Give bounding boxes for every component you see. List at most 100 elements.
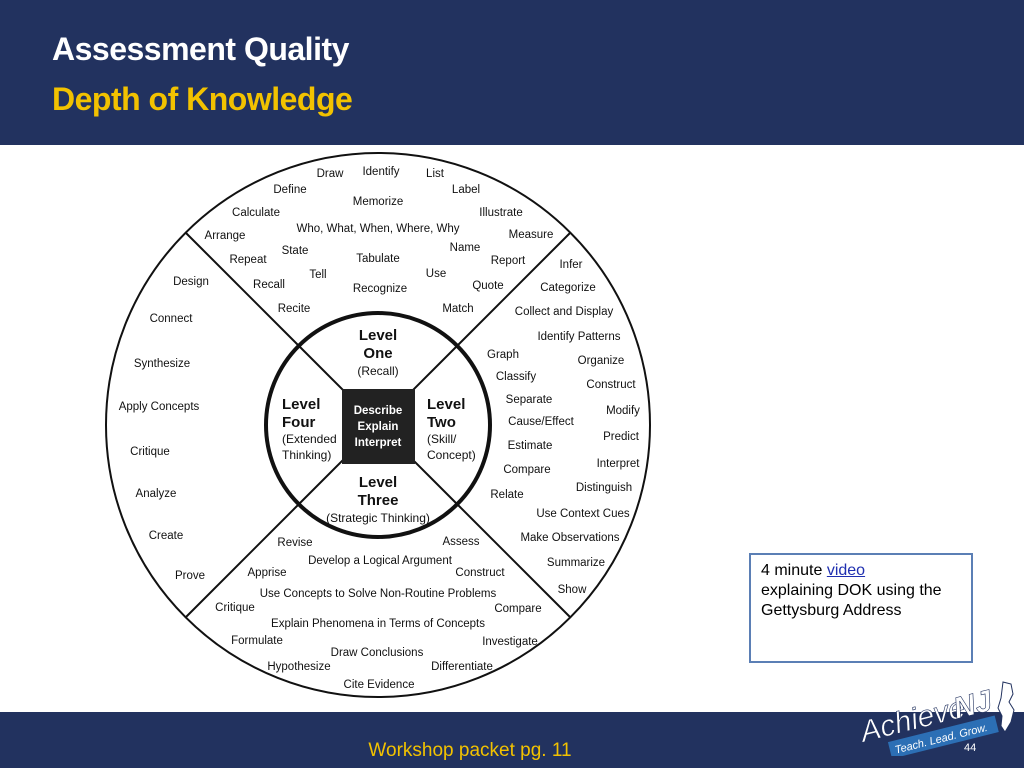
dok-verb: Label <box>452 184 480 196</box>
dok-verb: Identify <box>362 166 399 178</box>
level-three-desc: (Strategic Thinking) <box>326 511 430 525</box>
dok-verb: Estimate <box>508 440 553 452</box>
dok-verb: Explain Phenomena in Terms of Concepts <box>271 618 485 630</box>
dok-verb: Tabulate <box>356 253 399 265</box>
dok-verb: Recognize <box>353 283 407 295</box>
page-number: 44 <box>964 742 977 754</box>
dok-verb: Synthesize <box>134 358 190 370</box>
dok-verb: Draw <box>317 168 345 180</box>
level-four-desc2: Thinking) <box>282 448 331 462</box>
divider-top-left <box>185 232 301 348</box>
dok-verb: Interpret <box>597 458 641 470</box>
dok-verb: Apprise <box>248 567 287 579</box>
dok-verb: Summarize <box>547 557 605 569</box>
dok-verb: Memorize <box>353 196 403 208</box>
level-two-desc2: Concept) <box>427 448 476 462</box>
level-one-desc: (Recall) <box>357 364 398 378</box>
dok-verb: Compare <box>494 603 541 615</box>
dok-verb: Critique <box>215 602 255 614</box>
dok-verb: Apply Concepts <box>119 401 200 413</box>
dok-verb: Who, What, When, Where, Why <box>297 223 460 235</box>
dok-verb: Tell <box>309 269 326 281</box>
level-four-line1: Level <box>282 396 320 413</box>
dok-verb: State <box>282 245 309 257</box>
dok-verb: Relate <box>490 489 523 501</box>
dok-verb: Draw Conclusions <box>331 647 424 659</box>
video-note: 4 minute video explaining DOK using the … <box>749 553 973 663</box>
dok-verb: Create <box>149 530 184 542</box>
dok-verb: Investigate <box>482 636 538 648</box>
dok-verb: Arrange <box>205 230 246 242</box>
dok-verb: Classify <box>496 371 537 383</box>
level-two-desc1: (Skill/ <box>427 432 457 446</box>
dok-verb: Develop a Logical Argument <box>308 555 453 567</box>
dok-verb: Name <box>450 242 481 254</box>
note-suffix: explaining DOK using the Gettysburg Addr… <box>761 582 942 619</box>
dok-verb: Report <box>491 255 526 267</box>
dok-verb: Identify Patterns <box>537 331 620 343</box>
center-box <box>342 389 415 464</box>
dok-verb: Use Concepts to Solve Non-Routine Proble… <box>260 588 497 600</box>
dok-verb: Differentiate <box>431 661 493 673</box>
dok-verb: Use <box>426 268 446 280</box>
dok-verb: Repeat <box>229 254 267 266</box>
dok-verb: Assess <box>442 536 479 548</box>
title-bar <box>0 0 1024 145</box>
divider-bottom-right <box>455 502 571 618</box>
dok-verb: Separate <box>506 394 553 406</box>
level-three-line1: Level <box>359 474 397 491</box>
dok-verb: Recite <box>278 303 311 315</box>
dok-verb: Modify <box>606 405 640 417</box>
footer-text: Workshop packet pg. 11 <box>368 740 572 761</box>
dok-verb: Organize <box>578 355 625 367</box>
dok-verb: Use Context Cues <box>536 508 630 520</box>
level-one-line1: Level <box>359 327 397 344</box>
dok-verb: Categorize <box>540 282 596 294</box>
dok-verb: Connect <box>150 313 194 325</box>
achievenj-logo: Achieve NJ Teach. Lead. Grow. <box>855 681 1015 756</box>
level-one-line2: One <box>363 345 392 362</box>
dok-verb: Match <box>442 303 473 315</box>
level-four-desc1: (Extended <box>282 432 337 446</box>
center-word: Interpret <box>355 437 402 449</box>
dok-verb: Revise <box>277 537 312 549</box>
dok-verb: Graph <box>487 349 519 361</box>
dok-verb: Infer <box>559 259 582 271</box>
dok-verb: Analyze <box>136 488 177 500</box>
dok-verb: Construct <box>455 567 505 579</box>
dok-verb: Distinguish <box>576 482 632 494</box>
note-prefix: 4 minute <box>761 562 823 579</box>
dok-verb: Show <box>558 584 587 596</box>
dok-verb: Make Observations <box>520 532 619 544</box>
dok-verb: Illustrate <box>479 207 522 219</box>
dok-verb: Design <box>173 276 209 288</box>
dok-verb: Recall <box>253 279 285 291</box>
dok-verb: Predict <box>603 431 640 443</box>
dok-verb: Collect and Display <box>515 306 614 318</box>
level-three-line2: Three <box>358 492 399 509</box>
dok-verb: Construct <box>586 379 636 391</box>
dok-verb: Formulate <box>231 635 283 647</box>
video-link[interactable]: video <box>826 562 866 579</box>
dok-verb: Measure <box>509 229 554 241</box>
dok-verb: Define <box>273 184 306 196</box>
dok-verb: Quote <box>472 280 503 292</box>
divider-top-right <box>455 232 571 348</box>
divider-bottom-left <box>185 502 301 618</box>
logo-tagline-bar <box>887 715 999 756</box>
dok-verb: Cause/Effect <box>508 416 574 428</box>
dok-verb: Critique <box>130 446 170 458</box>
level-two-line2: Two <box>427 414 456 431</box>
center-word: Describe <box>354 405 403 417</box>
slide-title: Assessment Quality <box>52 31 349 67</box>
dok-verb: Compare <box>503 464 550 476</box>
footer-bar <box>0 712 1024 768</box>
dok-verb: Cite Evidence <box>344 679 415 691</box>
dok-verb: Hypothesize <box>267 661 330 673</box>
new-jersey-state-icon <box>997 681 1015 733</box>
level-two-line1: Level <box>427 396 465 413</box>
dok-verb: List <box>426 168 445 180</box>
dok-verb: Prove <box>175 570 205 582</box>
level-four-line2: Four <box>282 414 315 431</box>
dok-wheel: Describe Explain Interpret Level One (Re… <box>105 152 651 698</box>
